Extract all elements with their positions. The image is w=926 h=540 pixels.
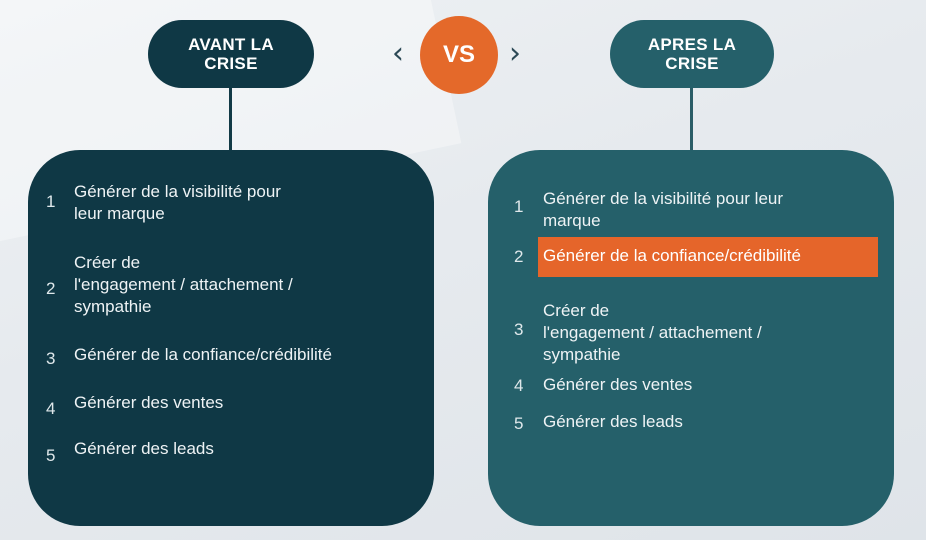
before-crisis-badge: AVANT LA CRISE xyxy=(148,20,314,88)
list-item-number: 1 xyxy=(514,197,524,216)
list-item-number: 2 xyxy=(46,279,56,298)
chevron-left-icon[interactable]: ‹ xyxy=(392,36,404,71)
list-item: Générer des leads xyxy=(74,439,214,458)
list-item: Créer de l'engagement / attachement / sy… xyxy=(543,301,762,364)
after-crisis-label: APRES LA CRISE xyxy=(647,35,737,73)
list-item-number: 5 xyxy=(514,414,524,433)
before-crisis-panel: 1 Générer de la visibilité pour leur mar… xyxy=(28,150,434,526)
highlighted-item-background xyxy=(538,237,878,277)
right-connector-line xyxy=(690,88,693,152)
list-item: Générer de la visibilité pour leur marqu… xyxy=(74,182,281,223)
highlighted-list-item: Générer de la confiance/crédibilité xyxy=(543,246,801,265)
list-item-number: 4 xyxy=(46,399,56,418)
after-crisis-badge: APRES LA CRISE xyxy=(610,20,774,88)
list-item: Générer des ventes xyxy=(74,393,224,412)
list-item-number: 3 xyxy=(46,349,56,368)
list-item-number: 4 xyxy=(514,376,524,395)
list-item: Générer de la confiance/crédibilité xyxy=(74,345,332,364)
vs-badge: VS xyxy=(420,16,498,94)
before-crisis-label: AVANT LA CRISE xyxy=(188,35,274,73)
list-item-number: 1 xyxy=(46,192,56,211)
list-item: Générer de la visibilité pour leur marqu… xyxy=(543,189,784,230)
list-item-number: 3 xyxy=(514,320,524,339)
after-crisis-panel: 1 Générer de la visibilité pour leur mar… xyxy=(488,150,894,526)
list-item-number: 5 xyxy=(46,446,56,465)
list-item: Générer des leads xyxy=(543,412,683,431)
left-connector-line xyxy=(229,88,232,152)
chevron-right-icon[interactable]: › xyxy=(509,36,521,71)
vs-label: VS xyxy=(442,41,475,68)
list-item: Créer de l'engagement / attachement / sy… xyxy=(74,253,293,316)
list-item: Générer des ventes xyxy=(543,375,693,394)
list-item-number: 2 xyxy=(514,247,524,266)
